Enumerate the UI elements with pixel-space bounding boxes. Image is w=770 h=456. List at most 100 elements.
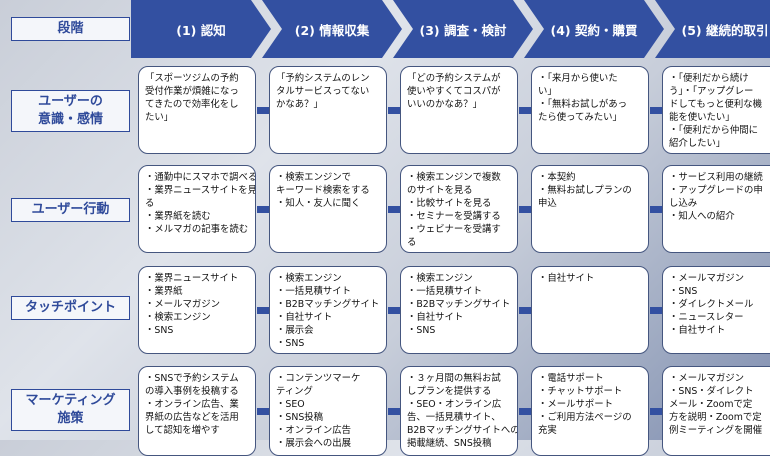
cell-text-line: ・検索エンジン (145, 312, 211, 323)
cell-text-line: 能を使いたい」 (669, 112, 735, 123)
cell-text-line: ・SNS (407, 325, 436, 336)
cell-text-line: ・SEO・オンライン広 (407, 399, 502, 410)
journey-cell: ・コンテンツマーケティング・SEO・SNS投稿・オンライン広告・展示会への出展 (269, 366, 387, 456)
cell-text-line: てきたので効率化をし (145, 99, 239, 110)
cell-connector (650, 206, 662, 213)
cell-text-line: ・ウェビナーを受講す (407, 224, 501, 235)
journey-cell: 「予約システムのレンタルサービスってないかなあ？」 (269, 66, 387, 154)
cell-text-line: 「どの予約システムが (407, 73, 501, 84)
stage-information-gathering: (2) 情報収集 (262, 0, 402, 58)
cell-text-line: ドしてもっと便利な機 (669, 99, 762, 110)
journey-cell: ・本契約・無料お試しプランの申込 (531, 165, 649, 253)
journey-cell: ・検索エンジンでキーワード検索をする・知人・友人に聞く (269, 165, 387, 253)
cell-text-line: ・B2Bマッチングサイト (276, 299, 380, 310)
cell-connector (257, 107, 269, 114)
cell-text-line: 例ミーティングを開催 (669, 425, 763, 436)
cell-connector (519, 408, 531, 415)
cell-text-line: 使いやすくてコスパが (407, 86, 501, 97)
cell-connector (388, 107, 400, 114)
row-label-marketing: マーケティング 施策 (11, 389, 130, 431)
cell-text-line: ・アップグレードの申 (669, 185, 763, 196)
cell-text-line: ・業界紙を読む (145, 211, 211, 222)
cell-text-line: ・ご利用方法ページの (538, 412, 632, 423)
cell-text-line: ・検索エンジンで (276, 172, 352, 183)
cell-text-line: ・業界ニュースサイトを見 (145, 185, 256, 196)
stage-header-label: 段階 (11, 17, 130, 41)
journey-cell: ・メールマガジン・SNS・ダイレクトメール・Zoomで定方を説明・Zoomで定例… (662, 366, 770, 456)
cell-connector (519, 107, 531, 114)
cell-text-line: ・メルマガの記事を読む (145, 224, 249, 235)
journey-cell: ・電話サポート・チャットサポート・メールサポート・ご利用方法ページの充実 (531, 366, 649, 456)
journey-cell: 「スポーツジムの予約受付作業が煩雑になってきたので効率化をしたい」 (138, 66, 256, 154)
cell-connector (650, 107, 662, 114)
cell-text-line: ・SNS (669, 286, 698, 297)
cell-text-line: たい」 (145, 112, 174, 123)
cell-text-line: ・ダイレクトメール (669, 299, 754, 310)
cell-text-line: ・無料お試しプランの (538, 185, 632, 196)
cell-text-line: ・知人への紹介 (669, 211, 735, 222)
cell-text-line: ・自社サイト (407, 312, 464, 323)
cell-text-line: ・電話サポート (538, 373, 604, 384)
cell-text-line: ・ニュースレター (669, 312, 744, 323)
cell-text-line: ・SNS (276, 338, 305, 349)
cell-connector (388, 307, 400, 314)
cell-text-line: ティング (276, 386, 313, 397)
cell-text-line: ・自社サイト (669, 325, 726, 336)
cell-text-line: キーワード検索をする (276, 185, 370, 196)
cell-text-line: ・知人・友人に聞く (276, 198, 361, 209)
cell-text-line: ・業界ニュースサイト (145, 273, 239, 284)
cell-connector (519, 206, 531, 213)
cell-text-line: ・SNS投稿 (276, 412, 324, 423)
cell-text-line: ・「便利だから続け (669, 73, 749, 84)
row-label-text: マーケティング 施策 (25, 393, 116, 426)
cell-text-line: ・オンライン広告、業 (145, 399, 239, 410)
cell-text-line: ・SEO (276, 399, 305, 410)
cell-text-line: ・サービス利用の継続 (669, 172, 763, 183)
row-label-touchpoints: タッチポイント (11, 296, 130, 320)
cell-text-line: 紹介したい」 (669, 138, 726, 149)
cell-connector (388, 206, 400, 213)
journey-cell: ・検索エンジン・一括見積サイト・B2Bマッチングサイト・自社サイト・展示会・SN… (269, 266, 387, 354)
cell-text-line: ・B2Bマッチングサイト (407, 299, 511, 310)
journey-cell: ・業界ニュースサイト・業界紙・メールマガジン・検索エンジン・SNS (138, 266, 256, 354)
cell-text-line: ・自社サイト (276, 312, 333, 323)
row-label-text: ユーザー行動 (31, 202, 110, 217)
cell-text-line: 告、一括見積サイト、 (407, 412, 501, 423)
cell-connector (257, 307, 269, 314)
cell-text-line: ・一括見積サイト (407, 286, 483, 297)
row-label-user-actions: ユーザー行動 (11, 198, 130, 222)
stage-contract-purchase: (4) 契約・購買 (524, 0, 664, 58)
journey-cell: ・サービス利用の継続・アップグレードの申し込み・知人への紹介 (662, 165, 770, 253)
cell-text-line: ・展示会への出展 (276, 438, 352, 449)
cell-text-line: 「予約システムのレン (276, 73, 370, 84)
cell-text-line: B2Bマッチングサイトへの (407, 425, 518, 436)
journey-cell: ・「便利だから続けう」・「アップグレードしてもっと便利な機能を使いたい」・「便利… (662, 66, 770, 154)
cell-text-line: 掲載継続、SNS投稿 (407, 438, 492, 449)
cell-text-line: ・検索エンジン (407, 273, 473, 284)
cell-text-line: たら使ってみたい」 (538, 112, 622, 123)
cell-text-line: ・業界紙 (145, 286, 183, 297)
journey-cell: 「どの予約システムが使いやすくてコスパがいいのかなあ？」 (400, 66, 518, 154)
cell-text-line: 充実 (538, 425, 557, 436)
cell-text-line: ・「来月から使いた (538, 73, 618, 84)
row-label-text: タッチポイント (24, 300, 116, 315)
cell-text-line: う」・「アップグレー (669, 86, 754, 97)
journey-cell: ・通勤中にスマホで調べる・業界ニュースサイトを見る・業界紙を読む・メルマガの記事… (138, 165, 256, 253)
stage-awareness: (1) 認知 (131, 0, 271, 58)
cell-text-line: 界紙の広告などを活用 (145, 412, 239, 423)
cell-connector (388, 408, 400, 415)
cell-text-line: ・メールマガジン (669, 373, 745, 384)
cell-connector (257, 408, 269, 415)
customer-journey-map: 段階 (1) 認知 (2) 情報収集 (3) 調査・検討 (4) 契約・購買 (… (11, 0, 770, 456)
cell-text-line: い」 (538, 86, 557, 97)
cell-text-line: ・オンライン広告 (276, 425, 352, 436)
cell-text-line: ・SNSで予約システム (145, 373, 239, 384)
journey-cell: ・自社サイト (531, 266, 649, 354)
stage-continuous-transaction: (5) 継続的取引 (655, 0, 770, 58)
cell-text-line: ・セミナーを受講する (407, 211, 501, 222)
cell-text-line: しプランを提供する (407, 386, 492, 397)
cell-text-line: ・「便利だから仲間に (669, 125, 759, 136)
cell-text-line: ・検索エンジンで複数 (407, 172, 501, 183)
cell-text-line: ・比較サイトを見る (407, 198, 492, 209)
cell-connector (519, 307, 531, 314)
